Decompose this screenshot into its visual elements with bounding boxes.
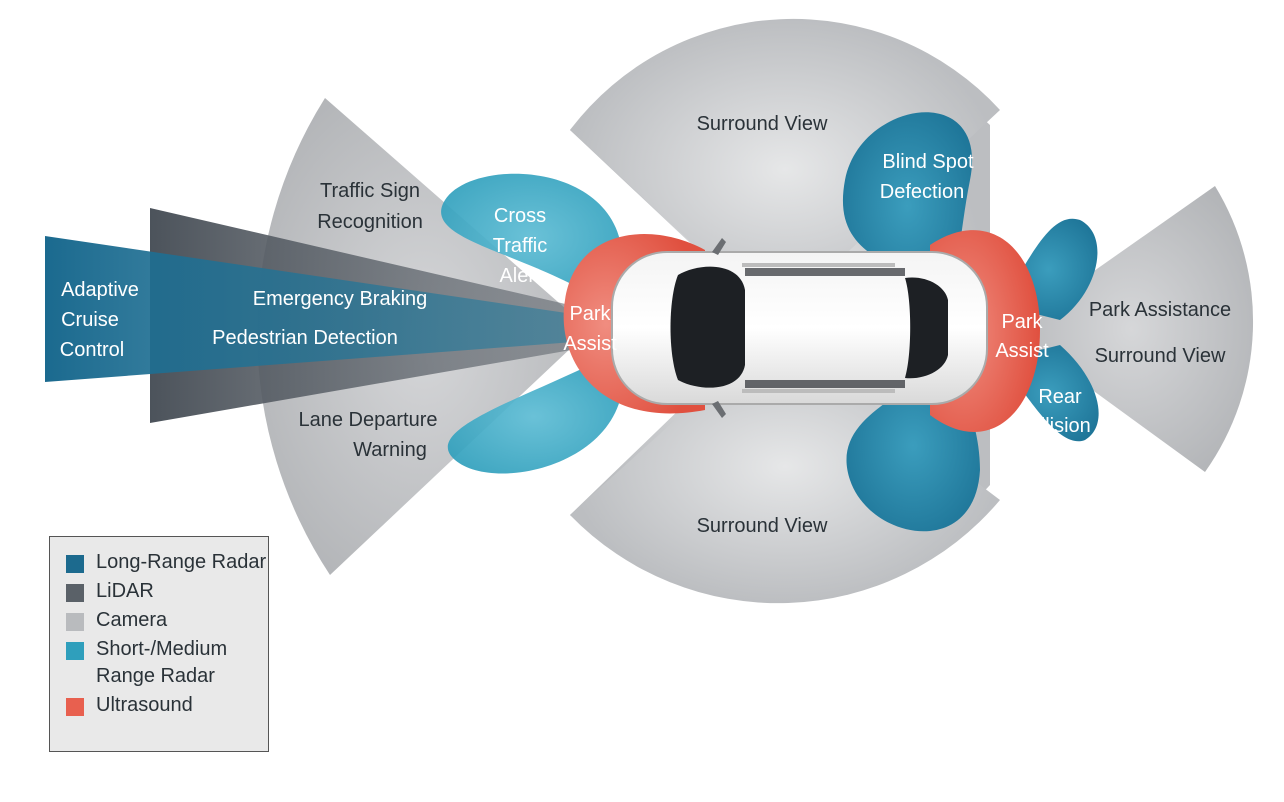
- rear-collision-label-line1: Rear: [1038, 386, 1082, 408]
- rear-collision-label-line2: Collision: [1015, 415, 1091, 437]
- legend: Long-Range Radar LiDAR Camera Short-/Med…: [49, 536, 269, 752]
- long-range-radar-beam: [45, 236, 600, 382]
- surround-view-top-label: Surround View: [697, 113, 828, 135]
- traffic-sign-label-line2: Recognition: [317, 211, 423, 233]
- lane-departure-label-line2: Warning: [353, 439, 427, 461]
- adaptive-cruise-label-line1: Adaptive: [61, 279, 139, 301]
- legend-label: Ultrasound: [96, 694, 193, 716]
- adaptive-cruise-label-line2: Cruise: [61, 309, 119, 331]
- legend-item-short-medium-radar: Short-/Medium Range Radar: [66, 638, 268, 690]
- park-assist-rear-label-line1: Park: [1001, 311, 1043, 333]
- legend-label: Short-/Medium Range Radar: [96, 638, 228, 687]
- legend-swatch: [66, 613, 84, 631]
- adaptive-cruise-label-line3: Control: [60, 339, 124, 361]
- legend-swatch: [66, 555, 84, 573]
- rear-camera-sector: [1010, 186, 1254, 472]
- surround-view-bottom-label: Surround View: [697, 515, 828, 537]
- cross-traffic-label-line2: Traffic: [493, 235, 547, 257]
- park-assist-front-label-line2: Assist: [563, 333, 617, 355]
- emergency-braking-label: Emergency Braking: [253, 288, 428, 310]
- front-left-sr-radar-lobe: [441, 173, 620, 300]
- legend-label: Long-Range Radar: [96, 551, 267, 573]
- legend-item-lidar: LiDAR: [66, 580, 268, 605]
- park-assistance-label: Park Assistance: [1089, 299, 1231, 321]
- legend-swatch: [66, 584, 84, 602]
- legend-item-long-range-radar: Long-Range Radar: [66, 551, 268, 576]
- lane-departure-label-line1: Lane Departure: [299, 409, 438, 431]
- blind-spot-label-line2: Defection: [880, 181, 965, 203]
- legend-swatch: [66, 642, 84, 660]
- blind-spot-label-line1: Blind Spot: [882, 151, 974, 173]
- park-assist-rear-label-line2: Assist: [995, 340, 1049, 362]
- legend-label: Camera: [96, 609, 168, 631]
- surround-view-top-sector: [570, 18, 1000, 321]
- surround-view-bottom-sector: [570, 330, 1000, 604]
- surround-view-rear-label: Surround View: [1095, 345, 1226, 367]
- pedestrian-detection-label: Pedestrian Detection: [212, 327, 398, 349]
- cross-traffic-label-line1: Cross: [494, 205, 546, 227]
- park-assist-front-label-line1: Park: [569, 303, 611, 325]
- front-right-sr-radar-lobe: [447, 360, 620, 474]
- traffic-sign-label-line1: Traffic Sign: [320, 180, 420, 202]
- car-top-view: [611, 238, 988, 418]
- legend-label: LiDAR: [96, 580, 154, 602]
- legend-swatch: [66, 698, 84, 716]
- legend-item-ultrasound: Ultrasound: [66, 694, 268, 719]
- legend-item-camera: Camera: [66, 609, 268, 634]
- cross-traffic-label-line3: Alert: [499, 265, 541, 287]
